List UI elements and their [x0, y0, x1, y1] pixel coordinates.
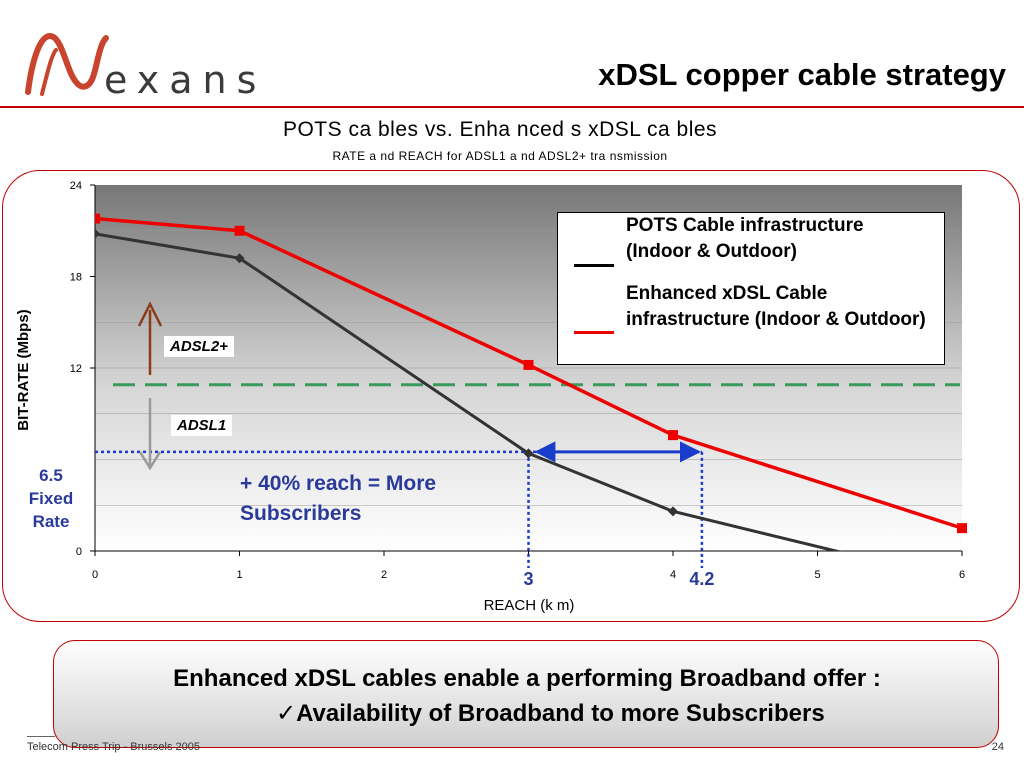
adsl1-arrowhead — [138, 451, 162, 471]
fixed-rate-value: 6.5 — [39, 466, 63, 485]
series-group — [95, 213, 967, 534]
title-divider — [0, 106, 1024, 108]
x-tick-label: 6 — [959, 569, 965, 581]
slide-title: xDSL copper cable strategy — [598, 57, 1006, 92]
y-tick-label: 0 — [76, 546, 82, 558]
y-tick-label: 24 — [70, 180, 82, 192]
chart-panel — [2, 170, 1020, 622]
pots-data-point — [95, 228, 100, 239]
logo-wordmark: exans — [104, 58, 267, 102]
x-tick-label: 4 — [670, 569, 676, 581]
enhanced-data-point — [234, 225, 245, 236]
pots-data-point — [523, 448, 534, 459]
x-tick-label: 2 — [381, 569, 387, 581]
pots-data-point — [234, 253, 245, 264]
series-lines — [95, 213, 967, 551]
enhanced-data-point — [957, 523, 967, 534]
legend-entry-pots: POTS Cable infrastructure (Indoor & Outd… — [626, 215, 864, 262]
chart-legend: POTS Cable infrastructure (Indoor & Outd… — [557, 212, 945, 365]
x-tick-label: 1 — [236, 569, 242, 581]
footer-divider — [27, 736, 55, 737]
fixed-rate-word2: Rate — [32, 512, 70, 531]
page-number: 24 — [991, 741, 1004, 753]
reach-note-line2: Subscribers — [240, 502, 362, 525]
legend-swatch-enhanced — [574, 331, 614, 334]
x-axis-label: REACH (k m) — [484, 597, 575, 614]
adsl2-tag: ADSL2+ — [164, 336, 234, 357]
reach-marker-label: 4.2 — [689, 569, 714, 589]
y-tick-label: 12 — [70, 363, 82, 375]
chart-subtitle: RATE a nd REACH for ADSL1 a nd ADSL2+ tr… — [332, 149, 668, 163]
enhanced-data-point — [95, 213, 100, 224]
conclusion-callout: Enhanced xDSL cables enable a performing… — [53, 640, 999, 748]
reach-note-line1: + 40% reach = More — [240, 472, 437, 495]
legend-swatch-pots — [574, 264, 614, 267]
series-group — [95, 228, 843, 551]
fixed-rate-word1: Fixed — [28, 489, 74, 508]
y-axis-label: BIT-RATE (Mbps) — [15, 309, 32, 430]
reach-marker-label: 3 — [523, 569, 533, 589]
y-tick-label: 18 — [70, 272, 82, 284]
footer-caption: Telecom Press Trip - Brussels 2005 — [27, 741, 201, 753]
pots-data-point — [668, 506, 678, 517]
adsl1-tag: ADSL1 — [171, 415, 233, 436]
fixed-rate-label: 6.5 Fixed Rate — [16, 464, 86, 533]
nexans-logo — [25, 32, 109, 96]
legend-entry-enhanced: Enhanced xDSL Cable infrastructure (Indo… — [626, 283, 926, 330]
callout-bullet: ✓Availability of Broadband to more Subsc… — [276, 700, 825, 727]
reach-gain-note: + 40% reach = More Subscribers — [240, 469, 500, 529]
x-tick-label: 5 — [814, 569, 820, 581]
callout-headline: Enhanced xDSL cables enable a performing… — [173, 665, 881, 692]
chart-title: POTS ca bles vs. Enha nced s xDSL ca ble… — [282, 118, 718, 141]
x-tick-label: 0 — [92, 569, 98, 581]
enhanced-data-point — [523, 359, 534, 370]
adsl2-arrowhead — [137, 301, 163, 327]
enhanced-data-point — [668, 430, 678, 441]
